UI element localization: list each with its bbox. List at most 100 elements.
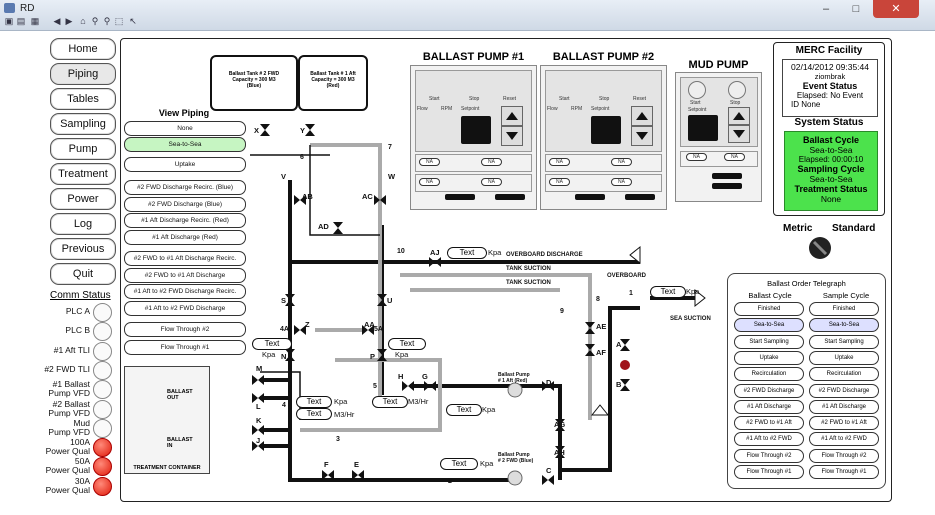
view-piping-option[interactable]: #2 FWD Discharge Recirc. (Blue)	[124, 180, 246, 195]
event-status-title: Event Status	[802, 81, 858, 91]
print-icon[interactable]: ▤	[16, 16, 26, 26]
view-piping-option[interactable]: None	[124, 121, 246, 136]
pump-1-down-button[interactable]	[501, 126, 523, 146]
sample-cycle-option[interactable]: Start Sampling	[809, 334, 879, 349]
ballast-cycle-option[interactable]: Start Sampling	[734, 334, 804, 349]
units-selector-knob[interactable]	[808, 236, 832, 260]
kpa-unit: Kpa	[480, 459, 494, 468]
back-icon[interactable]: ◀	[53, 16, 61, 26]
system-status-title: System Status	[794, 117, 864, 128]
pump-1-up-button[interactable]	[501, 106, 523, 126]
ballast-cycle-option[interactable]: #1 Aft to #2 FWD	[734, 432, 804, 447]
pump-2-setpoint-label: Setpoint	[591, 106, 610, 112]
treatment-button[interactable]: Treatment	[50, 163, 116, 185]
valve-label: AJ	[430, 248, 440, 257]
view-piping-option[interactable]: Flow Through #2	[124, 322, 246, 337]
ballast-cycle-option[interactable]: Uptake	[734, 350, 804, 365]
log-button[interactable]: Log	[50, 213, 116, 235]
comm-status-item: Mud Pump VFD	[44, 418, 114, 438]
ballast-cycle-option[interactable]: Flow Through #2	[734, 448, 804, 463]
view-piping-option[interactable]: #1 Aft to #2 FWD Discharge	[124, 301, 246, 316]
view-piping-option[interactable]: Sea-to-Sea	[124, 137, 246, 152]
pump-button[interactable]: Pump	[50, 138, 116, 160]
zoom-icon[interactable]: ⚲	[91, 16, 99, 26]
mud-na-row	[680, 151, 758, 167]
view-piping-option[interactable]: #2 FWD to #1 Aft Discharge Recirc.	[124, 251, 246, 266]
view-piping-option[interactable]: #1 Aft to #2 FWD Discharge Recirc.	[124, 284, 246, 299]
line-number-label: 3	[336, 436, 340, 443]
save-icon[interactable]: ▣	[4, 16, 14, 26]
sample-cycle-option[interactable]: #2 FWD Discharge	[809, 383, 879, 398]
ballast-in-label: BALLAST IN	[167, 437, 193, 449]
ballast-cycle-option[interactable]: Flow Through #1	[734, 465, 804, 479]
mud-status-bar-1	[712, 173, 742, 179]
grid-icon[interactable]: ▦	[30, 16, 40, 26]
zoom-out-icon[interactable]: ⚲	[103, 16, 111, 26]
forward-icon[interactable]: ▶	[65, 16, 73, 26]
power-button[interactable]: Power	[50, 188, 116, 210]
pump-1-na-row-2	[415, 174, 532, 192]
view-piping-option[interactable]: Uptake	[124, 157, 246, 172]
view-piping-option[interactable]: #2 FWD to #1 Aft Discharge	[124, 268, 246, 283]
sample-cycle-column-title: Sample Cycle	[822, 291, 870, 300]
piping-button[interactable]: Piping	[50, 63, 116, 85]
treatment-flow-display: Text	[296, 408, 332, 420]
sea-suction-nozzle-icon	[694, 288, 706, 308]
ballast-cycle-option[interactable]: Sea-to-Sea	[734, 318, 804, 333]
merc-facility-panel: MERC Facility 02/14/2012 09:35:44 ziombr…	[773, 42, 885, 216]
ballast-cycle-option[interactable]: #2 FWD Discharge	[734, 383, 804, 398]
valve-label: AH	[554, 448, 565, 457]
close-button[interactable]: ✕	[873, 0, 919, 18]
comm-status-item: PLC A	[44, 303, 114, 322]
home-button[interactable]: Home	[50, 38, 116, 60]
sample-cycle-option[interactable]: Sea-to-Sea	[809, 318, 879, 333]
line-number-label: 6	[300, 154, 304, 161]
view-piping-option[interactable]: Flow Through #1	[124, 340, 246, 355]
event-elapsed: Elapsed: No Event	[796, 91, 864, 100]
pump-1-rpm-label: RPM	[441, 106, 453, 112]
sample-cycle-option[interactable]: #1 Aft Discharge	[809, 399, 879, 414]
sampling-button[interactable]: Sampling	[50, 113, 116, 135]
sample-cycle-option[interactable]: Flow Through #1	[809, 465, 879, 479]
quit-button[interactable]: Quit	[50, 263, 116, 285]
sample-cycle-option[interactable]: Flow Through #2	[809, 448, 879, 463]
pump-1-na-row-1	[415, 154, 532, 172]
select-icon[interactable]: ⬚	[114, 16, 124, 26]
home-icon[interactable]: ⌂	[80, 16, 86, 26]
previous-button[interactable]: Previous	[50, 238, 116, 260]
mud-start-label: Start	[690, 100, 701, 106]
pump-2-down-button[interactable]	[631, 126, 653, 146]
ballast-cycle-option[interactable]: #1 Aft Discharge	[734, 399, 804, 414]
valve-label: B	[616, 380, 622, 389]
valve-label: AD	[318, 222, 329, 231]
sample-cycle-option[interactable]: #2 FWD to #1 Aft	[809, 416, 879, 431]
ballast-cycle-option[interactable]: Recirculation	[734, 367, 804, 382]
maximize-button[interactable]: □	[852, 3, 860, 15]
ballast-cycle-option[interactable]: #2 FWD to #1 Aft	[734, 416, 804, 431]
mud-stop-button[interactable]	[728, 81, 746, 99]
pump-2-up-button[interactable]	[631, 106, 653, 126]
sample-cycle-option[interactable]: Finished	[809, 302, 879, 316]
overboard-pressure-display: Text	[447, 247, 487, 259]
status-indicator-light	[93, 341, 112, 361]
mud-up-button[interactable]	[728, 107, 750, 125]
na-value: NA	[686, 153, 707, 161]
comm-status-item: 100A Power Qual	[44, 438, 114, 458]
na-value: NA	[549, 158, 570, 166]
tables-button[interactable]: Tables	[50, 88, 116, 110]
mud-start-button[interactable]	[688, 81, 706, 99]
sample-cycle-option[interactable]: Recirculation	[809, 367, 879, 382]
na-value: NA	[419, 178, 440, 186]
datetime-display: 02/14/2012 09:35:44	[791, 62, 869, 72]
minimize-button[interactable]: –	[822, 3, 830, 15]
mud-down-button[interactable]	[728, 125, 750, 143]
view-piping-option[interactable]: #2 FWD Discharge (Blue)	[124, 197, 246, 212]
view-piping-option[interactable]: #1 Aft Discharge (Red)	[124, 230, 246, 245]
na-value: NA	[481, 178, 502, 186]
view-piping-option[interactable]: #1 Aft Discharge Recirc. (Red)	[124, 213, 246, 228]
sample-cycle-option[interactable]: Uptake	[809, 350, 879, 365]
sample-cycle-option[interactable]: #1 Aft to #2 FWD	[809, 432, 879, 447]
ballast-cycle-option[interactable]: Finished	[734, 302, 804, 316]
pointer-icon[interactable]: ↖	[129, 16, 137, 26]
valve-label: AC	[362, 192, 373, 201]
